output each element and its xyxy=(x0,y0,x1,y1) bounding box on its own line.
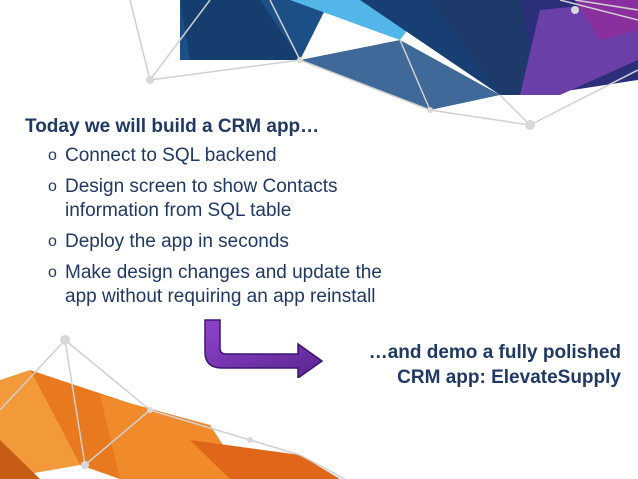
bullet-item: o Make design changes and update the app… xyxy=(48,261,448,309)
bullet-text: information from SQL table xyxy=(65,200,292,221)
bullet-list: o Connect to SQL backend o Design screen… xyxy=(48,144,448,316)
bullet-item: o Deploy the app in seconds xyxy=(48,230,448,254)
bullet-item: o Connect to SQL backend xyxy=(48,144,448,168)
bullet-marker-icon: o xyxy=(48,147,57,164)
callout-text: …and demo a fully polished CRM app: Elev… xyxy=(369,340,621,390)
bullet-marker-icon: o xyxy=(48,233,57,250)
callout-line-2: CRM app: ElevateSupply xyxy=(397,367,621,388)
callout-line-1: …and demo a fully polished xyxy=(368,342,621,363)
bullet-text: Deploy the app in seconds xyxy=(65,231,289,252)
bullet-text: Make design changes and update the xyxy=(65,262,382,283)
bullet-text: Connect to SQL backend xyxy=(65,145,277,166)
top-geometric-decoration xyxy=(129,0,638,130)
bent-arrow-right-icon xyxy=(204,319,324,378)
bullet-marker-icon: o xyxy=(48,178,57,195)
bullet-item: o Design screen to show Contacts informa… xyxy=(48,175,448,223)
bullet-text: Design screen to show Contacts xyxy=(65,176,338,197)
slide-heading: Today we will build a CRM app… xyxy=(25,116,320,137)
bullet-text: app without requiring an app reinstall xyxy=(65,286,376,307)
bullet-marker-icon: o xyxy=(48,264,57,281)
